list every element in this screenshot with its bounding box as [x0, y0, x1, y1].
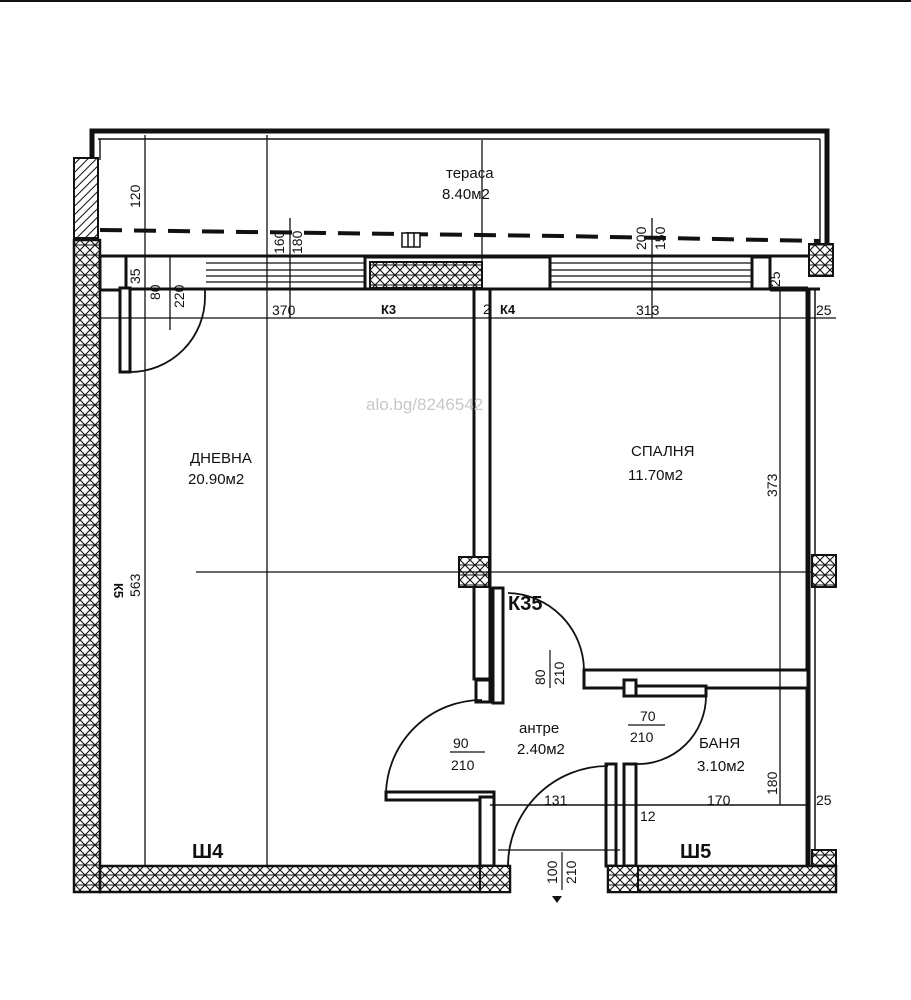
axis-w4-label: Ш4	[192, 841, 224, 863]
bedroom-area: 11.70м2	[628, 467, 683, 484]
terrace-door-swing	[129, 290, 206, 373]
dim-120: 120	[127, 184, 143, 208]
svg-text:80: 80	[532, 669, 548, 685]
dim-313: 313	[636, 302, 660, 318]
dim-220: 220	[171, 284, 187, 308]
dim-200: 200	[633, 226, 649, 250]
column-k5-label: К5	[111, 583, 126, 598]
dim-80: 80	[147, 284, 163, 300]
hall-area: 2.40м2	[517, 741, 565, 758]
dim-131: 131	[544, 792, 568, 808]
door-swings	[385, 592, 707, 867]
entrance-arrow-icon	[552, 896, 562, 903]
dim-170: 170	[707, 792, 731, 808]
door-living-label: 90 210	[450, 735, 485, 773]
svg-text:70: 70	[640, 708, 656, 724]
dim-160: 160	[271, 230, 287, 254]
column-k4-label: К4	[500, 302, 516, 317]
svg-text:210: 210	[551, 661, 567, 685]
svg-text:90: 90	[453, 735, 469, 751]
terrace-name: тераса	[446, 165, 494, 182]
facade-windows	[100, 232, 834, 291]
axis-w5-label: Ш5	[680, 841, 711, 863]
svg-text:210: 210	[451, 757, 475, 773]
dim-180-top: 180	[289, 230, 305, 254]
terrace	[73, 128, 830, 245]
dim-150: 150	[652, 226, 668, 250]
watermark: alo.bg/8246542	[366, 395, 483, 414]
door-bedroom-label: 80 210	[532, 650, 567, 688]
living-area: 20.90м2	[188, 471, 244, 488]
dim-370: 370	[272, 302, 296, 318]
dim-563: 563	[127, 573, 143, 597]
door-bath-label: 70 210	[628, 708, 665, 745]
bath-area: 3.10м2	[697, 758, 745, 775]
column-k3-label: К3	[381, 302, 396, 317]
hall-name: антре	[519, 720, 559, 737]
svg-text:100: 100	[544, 860, 560, 884]
dim-25-bottom: 25	[816, 792, 832, 808]
dim-373: 373	[764, 473, 780, 497]
bath-name: БАНЯ	[699, 735, 740, 752]
dim-12: 12	[640, 808, 656, 824]
door-entrance-label: 100 210	[544, 852, 579, 890]
dim-25-right: 25	[816, 302, 832, 318]
dimension-lines	[100, 135, 836, 866]
interior-walls	[384, 287, 810, 893]
terrace-area: 8.40м2	[442, 186, 490, 203]
svg-text:210: 210	[563, 860, 579, 884]
dim-2: 2	[483, 301, 491, 317]
svg-text:210: 210	[630, 729, 654, 745]
outer-walls	[72, 238, 838, 894]
column-k35-label: К35	[508, 593, 542, 615]
bedroom-name: СПАЛНЯ	[631, 443, 694, 460]
dim-180-bath: 180	[764, 771, 780, 795]
dim-25-window: 25	[767, 271, 783, 287]
dim-35: 35	[127, 268, 143, 284]
living-name: ДНЕВНА	[190, 450, 252, 467]
